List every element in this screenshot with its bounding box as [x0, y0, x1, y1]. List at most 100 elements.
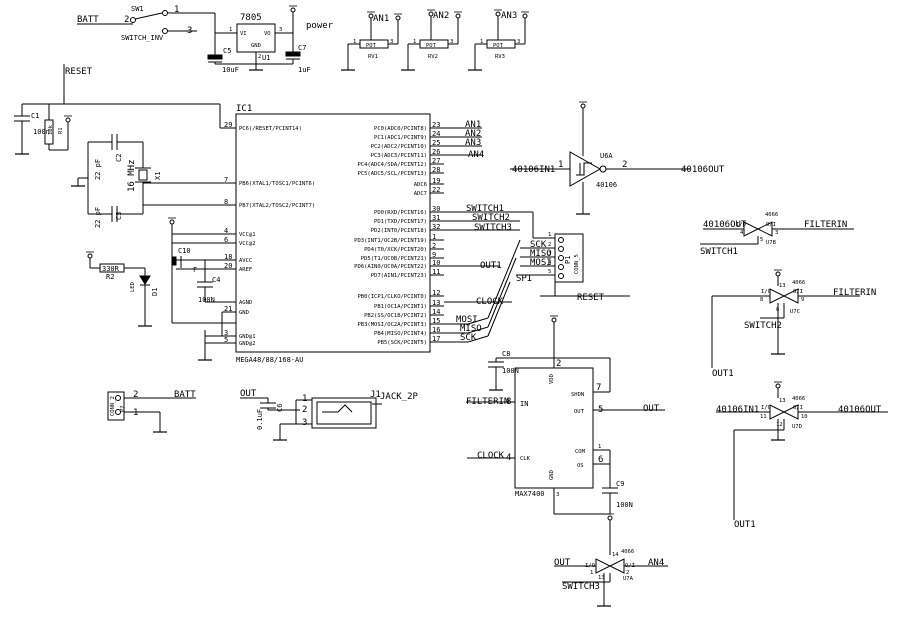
u7a-ref: U7A [623, 576, 634, 582]
j1-ref: J1 [370, 390, 381, 400]
mcu-right-pin-name: PB3(MOSI/OC2A/PCINT3) [357, 322, 427, 328]
c6-ref: C6 [276, 404, 284, 412]
max7400-pin-gnd: 3 [556, 492, 559, 498]
rv1-p1: 1 [353, 39, 356, 45]
mcu-right-pin-name: PD0(RXD/PCINT16) [374, 210, 427, 216]
sw1-label: SW1 [131, 5, 144, 13]
u7c-ctrl-net: SWITCH2 [744, 321, 782, 331]
u7d-pin-vdd: 13 [779, 398, 786, 404]
max7400-ref: MAX7400 [515, 490, 545, 498]
u6a-ref: U6A [600, 152, 613, 160]
max7400-shdn: SHDN [571, 392, 584, 398]
u7c-pin-io: 8 [760, 297, 763, 303]
u6a-pin-in: 1 [558, 160, 563, 170]
u6a-part: 40106 [596, 181, 617, 189]
switch-u7b: 40106OUT FILTERIN I/O O/I 4 3 4066 U7B 5… [700, 212, 854, 257]
u7d-in-net: 40106IN1 [716, 405, 759, 415]
u7d-io: I/O [761, 405, 771, 411]
mcu-right-pin-num: 16 [432, 326, 440, 334]
clock-mcu-net: CLOCK [476, 297, 504, 307]
mcu-right-pin-name: PB5(SCK/PCINT5) [377, 340, 427, 346]
rv3-label: POT [493, 43, 504, 49]
mcu-left-pin-num: 5 [224, 336, 228, 344]
mcu-ref: IC1 [236, 104, 252, 114]
d1-led [139, 275, 151, 285]
max7400-pin-clk: 4 [506, 453, 511, 463]
mcu-right-pin-num: 22 [432, 186, 440, 194]
mcu-right-pin-num: 2 [432, 242, 436, 250]
batt-net-label: BATT [77, 15, 99, 25]
u6a-pin-out: 2 [622, 160, 627, 170]
switch2-mcu-net: SWITCH2 [472, 213, 510, 223]
u7d-pin-oi: 10 [801, 414, 808, 420]
mcu-left-pin-num: 29 [224, 121, 232, 129]
out1-net-b: OUT1 [734, 520, 756, 530]
sw1-pin3: 3 [187, 26, 192, 36]
mcu-left-pin-name: VCC@2 [239, 241, 256, 247]
max7400-gnd: GND [549, 470, 555, 480]
mcu-right-pin-num: 25 [432, 139, 440, 147]
u7c-part: 4066 [792, 280, 805, 286]
c4-ref: C4 [212, 276, 220, 284]
max7400-clk: CLK [520, 456, 531, 462]
c4-value: 100N [198, 296, 215, 304]
u7b-io: I/O [736, 222, 746, 228]
mcu-left-pin-name: VCC@1 [239, 232, 256, 238]
miso-mcu-net: MISO [460, 324, 482, 334]
max7400-pin-in: 8 [506, 397, 511, 407]
u7c-pin-oi: 9 [801, 297, 804, 303]
mcu-right-pin-num: 27 [432, 157, 440, 165]
regulator-pin3: 3 [279, 27, 282, 33]
u7d-out-net: 40106OUT [838, 405, 882, 415]
mcu-right-pin-num: 13 [432, 299, 440, 307]
audio-jack: OUT C6 0.1uF 1 2 3 J1 JACK_2P [240, 389, 419, 441]
mcu-right-pin-name: PD4(T0/XCK/PCINT20) [364, 247, 427, 253]
switch-inv-net-label: SWITCH_INV [121, 34, 164, 42]
an2-mcu-net: AN2 [465, 129, 481, 139]
isp-reset-label: RESET [577, 293, 605, 303]
c10-capacitor [171, 256, 177, 266]
c10-ref: C10 [178, 247, 191, 255]
c3-value: 22 pF [94, 207, 102, 228]
c5-ref: C5 [223, 47, 231, 55]
mosi-mcu-net: MOSI [456, 315, 478, 325]
mcu-right-pin-name: PC2(ADC2/PCINT10) [371, 144, 427, 150]
u7a-oi: O/I [625, 563, 635, 569]
c5-capacitor [207, 54, 223, 60]
mcu-left-pin-name: AGND [239, 300, 252, 306]
an1-mcu-net: AN1 [465, 120, 481, 130]
mcu-left-pin-name: AVCC [239, 258, 252, 264]
isp-ref: P1 [564, 256, 572, 264]
u6a-in-net: 40106IN1 [512, 165, 555, 175]
switch-u7d: 40106IN1 40106OUT I/O O/I 4066 13 11 10 … [716, 381, 888, 530]
p2-pin2: 2 [133, 390, 138, 400]
mcu-right-pin-num: 10 [432, 259, 440, 267]
sw1-pin1: 1 [174, 5, 179, 15]
mcu-left-pin-num: 18 [224, 253, 232, 261]
mcu-right-pin-num: 26 [432, 148, 440, 156]
c2-value: 22 pF [94, 159, 102, 180]
isp-pin1: 1 [548, 232, 551, 238]
reset-circuit: RESET C1 100n 10k R1 [14, 64, 236, 155]
mcu-right-pin-name: PB1(OC1A/PCINT1) [374, 304, 427, 310]
mcu-left-pin-name: GND@1 [239, 334, 256, 340]
regulator-pin2: 2 [258, 54, 261, 60]
mcu-right-pin-num: 11 [432, 268, 440, 276]
c5-value: 10uF [222, 66, 239, 74]
j1-pin1: 1 [302, 394, 307, 404]
sw1-pin2: 2 [124, 15, 129, 25]
rv3-p1: 1 [480, 39, 483, 45]
sw1-switch [130, 10, 215, 34]
an4-mcu-net: AN4 [468, 150, 484, 160]
power-section: BATT SW1 2 1 3 SWITCH_INV 7805 VI VO GND… [77, 5, 334, 74]
c2-ref: C2 [115, 154, 123, 162]
mcu-right-nets: AN1 AN2 AN3 AN4 SWITCH1 SWITCH2 SWITCH3 … [444, 120, 520, 343]
u7a-pin-oi: 2 [626, 570, 629, 576]
filter-out-net: OUT [643, 404, 660, 414]
mcu-left-pin-name: PB6(XTAL1/TOSC1/PCINT6) [239, 181, 315, 187]
mcu-left-pin-num: 21 [224, 305, 232, 313]
mcu-power-pins: C10 F C4 100N 330R R2 D1 LED [85, 217, 236, 361]
u7d-oi: O/I [793, 405, 803, 411]
mcu-right-pin-num: 30 [432, 205, 440, 213]
